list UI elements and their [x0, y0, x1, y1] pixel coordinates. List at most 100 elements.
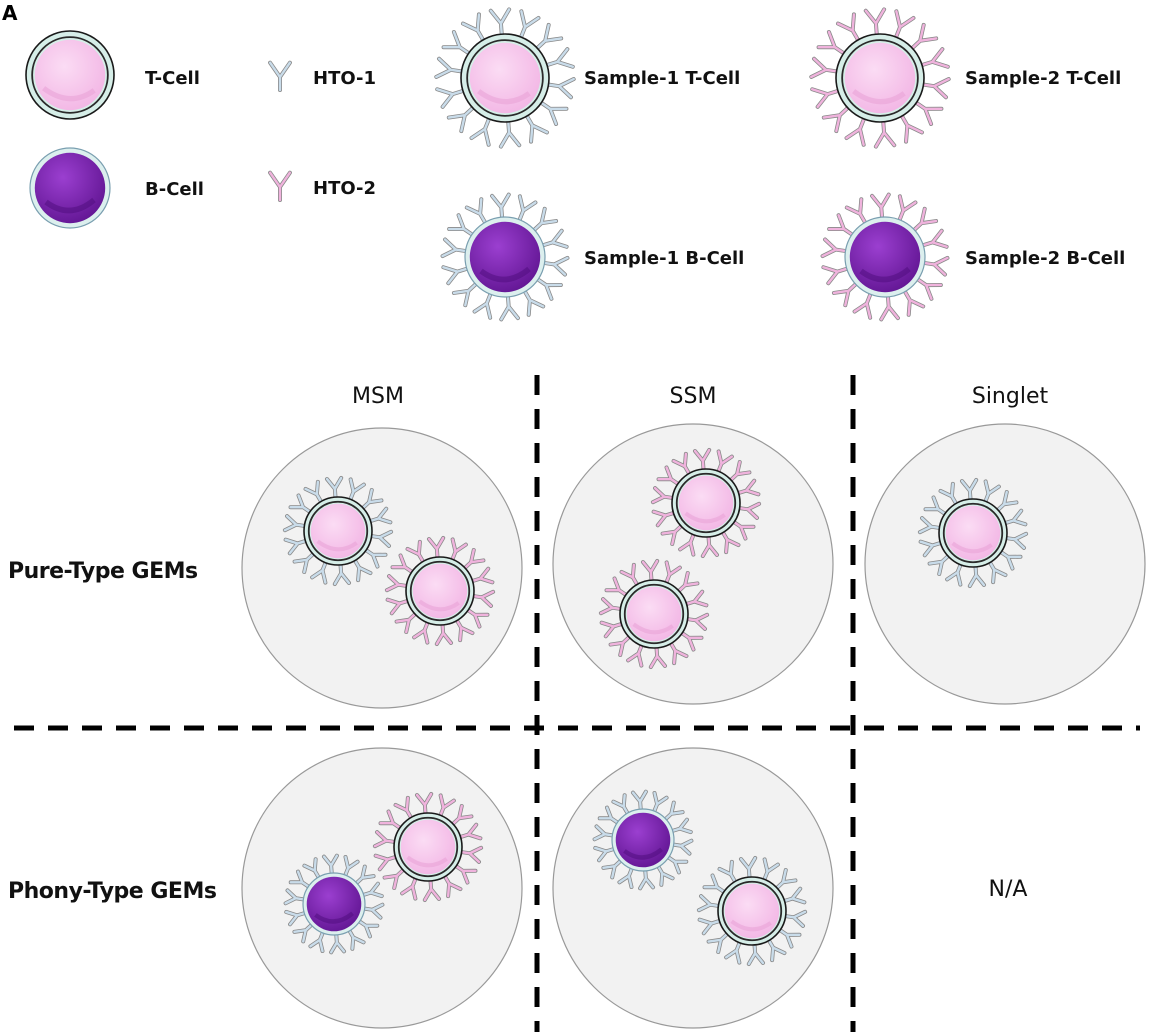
- hto-2-antibody-icon: [668, 640, 689, 666]
- hto-1-antibody-icon: [488, 7, 512, 38]
- hto-2-antibody-icon: [821, 265, 850, 286]
- legend: T-Cell B-Cell HTO-1 HTO-2 Sample-1 T-Cel…: [25, 7, 1125, 322]
- panel-label: A: [2, 1, 18, 25]
- hto-2-antibody-icon: [873, 118, 897, 149]
- hto-2-antibody-icon: [827, 213, 855, 238]
- hto-2-antibody-icon: [911, 206, 939, 233]
- hto-1-antibody-icon: [440, 237, 469, 259]
- hto-2-antibody-icon: [913, 100, 944, 126]
- hto-2-antibody-icon: [816, 30, 847, 56]
- hto-2-antibody-icon: [852, 291, 873, 320]
- hto-2-antibody-icon: [897, 194, 918, 223]
- sample-2-t-cell-shape: [809, 7, 951, 149]
- sample-1-t-cell-icon: [434, 7, 576, 149]
- sample-2-t-cell-icon: [809, 7, 951, 149]
- hto-2-antibody-icon: [870, 192, 891, 221]
- hto-2-antibody-icon: [385, 597, 411, 616]
- sample-2-t-cell-legend-label: Sample-2 T-Cell: [965, 68, 1121, 89]
- hto-2-antibody-icon: [918, 47, 950, 69]
- hto-2-antibody-icon: [683, 589, 709, 608]
- hto-1-antibody-icon: [538, 100, 569, 126]
- hto-2-legend-label: HTO-2: [313, 178, 376, 199]
- grid-dividers: [14, 375, 1140, 1032]
- hto-2-antibody-icon: [458, 845, 484, 864]
- hto-2-antibody-icon: [735, 478, 761, 497]
- hto-2-antibody-icon: [810, 87, 842, 109]
- hto-2-antibody-icon: [619, 562, 640, 588]
- column-header-ssm: SSM: [670, 384, 717, 409]
- sample-1-t-cell-legend-label: Sample-1 T-Cell: [584, 68, 740, 89]
- hto-1-antibody-icon: [464, 197, 488, 226]
- hto-2-symbol: [268, 170, 292, 202]
- hto-1-antibody-icon: [451, 281, 479, 308]
- sample-2-b-cell-shape: [820, 192, 950, 322]
- column-header-singlet: Singlet: [972, 384, 1049, 409]
- hto-1-antibody-icon: [597, 805, 621, 826]
- hto-2-antibody-icon: [462, 548, 486, 571]
- hto-2-antibody-icon: [879, 293, 900, 322]
- hto-2-antibody-icon: [470, 589, 496, 608]
- hto-1-antibody-icon: [706, 931, 730, 954]
- hto-2-antibody-icon: [902, 288, 926, 317]
- hto-1-antibody-icon: [354, 864, 376, 886]
- hto-2-antibody-icon: [863, 7, 887, 38]
- hto-1-antibody-icon: [469, 115, 492, 147]
- row-header-phony-type: Phony-Type GEMs: [8, 879, 217, 904]
- hto-2-antibody-icon: [821, 105, 851, 134]
- hto-1-antibody-icon: [541, 255, 570, 277]
- gem-t-cell-hto1: [282, 476, 394, 586]
- hto-1-antibody-icon: [472, 291, 493, 320]
- t-cell-shape: [25, 30, 115, 120]
- hto-1-antibody-icon: [781, 886, 807, 905]
- hto-2-antibody-icon: [909, 22, 939, 51]
- hto-1-antibody-icon: [918, 539, 944, 558]
- gem-droplet: [241, 747, 523, 1029]
- hto-2-antibody-icon: [831, 281, 859, 308]
- gem-t-cell-hto2: [650, 448, 762, 558]
- hto-2-antibody-icon: [915, 276, 943, 301]
- hto-2-antibody-icon: [453, 863, 478, 885]
- hto-1-antibody-icon: [303, 479, 324, 505]
- hto-1-antibody-icon: [498, 118, 522, 149]
- hto-1-antibody-icon: [593, 845, 617, 863]
- hto-2-antibody-icon: [920, 77, 951, 100]
- hto-2-antibody-icon: [920, 228, 949, 249]
- hto-1-antibody-icon: [524, 112, 549, 144]
- hto-1-antibody-icon: [540, 228, 569, 249]
- gem-t-cell-hto1: [696, 856, 808, 966]
- hto-1-antibody-icon: [332, 561, 351, 586]
- hto-1-antibody-icon: [461, 12, 486, 44]
- hto-2-antibody-icon: [836, 12, 861, 44]
- hto-1-antibody-icon: [522, 288, 546, 317]
- hto-1-antibody-icon: [531, 206, 559, 233]
- hto-2-antibody-icon: [422, 877, 441, 902]
- b-cell-icon: [29, 147, 111, 229]
- hto-2-antibody-icon: [921, 255, 950, 277]
- gem-t-cell-hto2: [598, 559, 710, 669]
- hto-1-antibody-icon: [923, 495, 948, 517]
- hto-2-antibody-icon: [728, 460, 752, 483]
- sample-1-b-cell-icon: [440, 192, 570, 322]
- hto-1-antibody-icon: [435, 87, 467, 109]
- hto-2-antibody-icon: [809, 56, 840, 79]
- sample-2-b-cell-icon: [820, 192, 950, 322]
- t-cell-icon: [25, 30, 115, 120]
- gem-t-cell-hto1: [917, 478, 1029, 588]
- sample-2-b-cell-legend-label: Sample-2 B-Cell: [965, 248, 1125, 269]
- b-cell-shape: [29, 147, 111, 229]
- b-cell-legend-label: B-Cell: [145, 179, 204, 200]
- gem-t-cell-hto2: [384, 536, 496, 646]
- hto-1-antibody-icon: [499, 293, 520, 322]
- hto-1-antibody-icon: [446, 105, 476, 134]
- gem-b-cell-hto1: [283, 853, 385, 955]
- sample-1-b-cell-shape: [440, 192, 570, 322]
- hto-1-antibody-icon: [268, 60, 292, 92]
- gem-droplet: [552, 423, 834, 705]
- hto-1-antibody-icon: [518, 9, 541, 41]
- hto-1-antibody-icon: [543, 47, 575, 69]
- hto-2-antibody-icon: [899, 112, 924, 144]
- row-header-pure-type: Pure-Type GEMs: [8, 559, 198, 584]
- gem-droplet: [241, 427, 523, 709]
- hto-1-antibody-icon: [441, 265, 470, 286]
- hto-1-antibody-icon: [774, 868, 798, 891]
